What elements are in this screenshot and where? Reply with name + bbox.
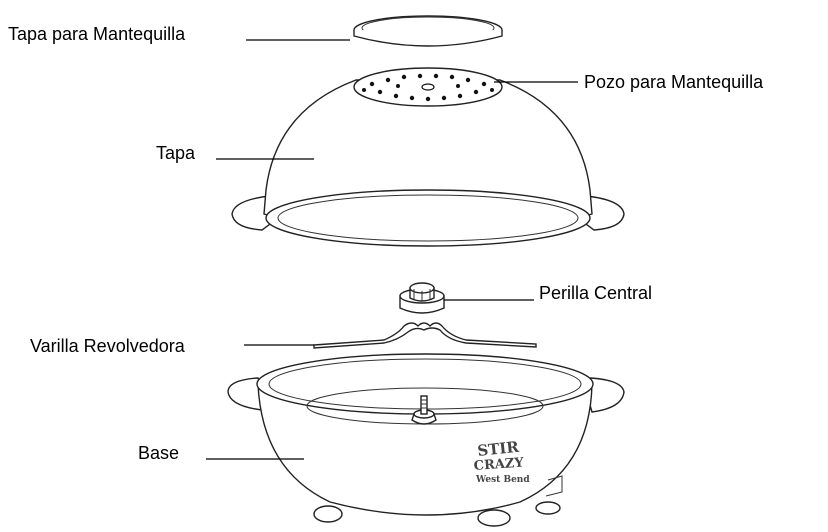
label-base: Base bbox=[138, 443, 179, 463]
label-butter-well: Pozo para Mantequilla bbox=[584, 72, 764, 92]
center-knob bbox=[400, 283, 444, 313]
label-butter-lid: Tapa para Mantequilla bbox=[8, 24, 186, 44]
label-stir-rod: Varilla Revolvedora bbox=[30, 336, 186, 356]
stir-rod bbox=[314, 323, 536, 348]
lid-dome bbox=[232, 68, 624, 246]
butter-lid bbox=[354, 16, 502, 46]
logo-line3: West Bend bbox=[475, 475, 530, 485]
base-bowl bbox=[228, 354, 624, 526]
label-lid: Tapa bbox=[156, 143, 196, 163]
label-center-knob: Perilla Central bbox=[539, 283, 652, 303]
